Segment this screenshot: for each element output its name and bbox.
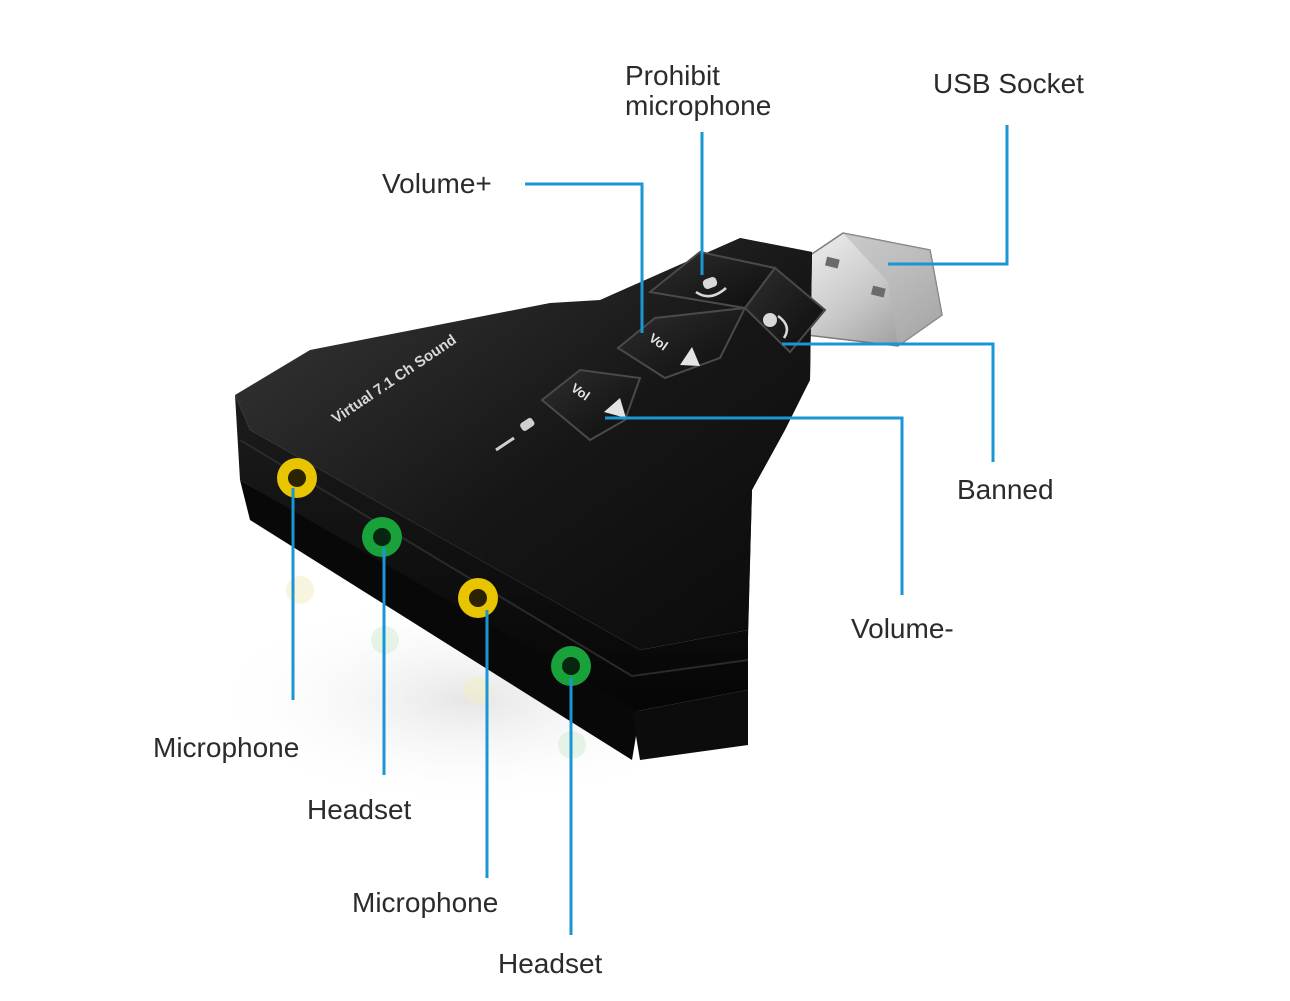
mute-button[interactable] [743,266,827,354]
volume-down-button[interactable]: Vol [540,368,642,442]
triangle-down-icon [604,398,626,418]
leader-usb-socket [888,125,1009,266]
triangle-up-icon [680,347,700,366]
jack-microphone-2 [458,578,498,618]
label-volume-minus: Volume- [851,613,954,644]
jack-headset-2 [551,646,591,686]
speaker-mute-icon [763,313,789,339]
leader-lines [291,125,1009,935]
jack-headset-1 [362,517,402,557]
microphone-off-icon [695,277,727,298]
leader-banned [782,342,995,462]
label-volume-plus: Volume+ [382,168,492,199]
label-prohibit-line2: microphone [625,90,771,121]
usb-plug [799,232,943,347]
volume-up-button[interactable]: Vol [616,306,747,380]
label-headset-1: Headset [307,794,412,825]
label-microphone-2: Microphone [352,887,498,918]
label-banned: Banned [957,474,1054,505]
jack-microphone-1 [277,458,317,498]
mic-indicator-icon [495,417,535,452]
label-headset-2: Headset [498,948,603,979]
label-usb-socket: USB Socket [933,68,1084,99]
label-microphone-1: Microphone [153,732,299,763]
leader-volume-minus [605,416,904,595]
leader-volume-plus [525,182,644,333]
label-prohibit-line1: Prohibit [625,60,720,91]
